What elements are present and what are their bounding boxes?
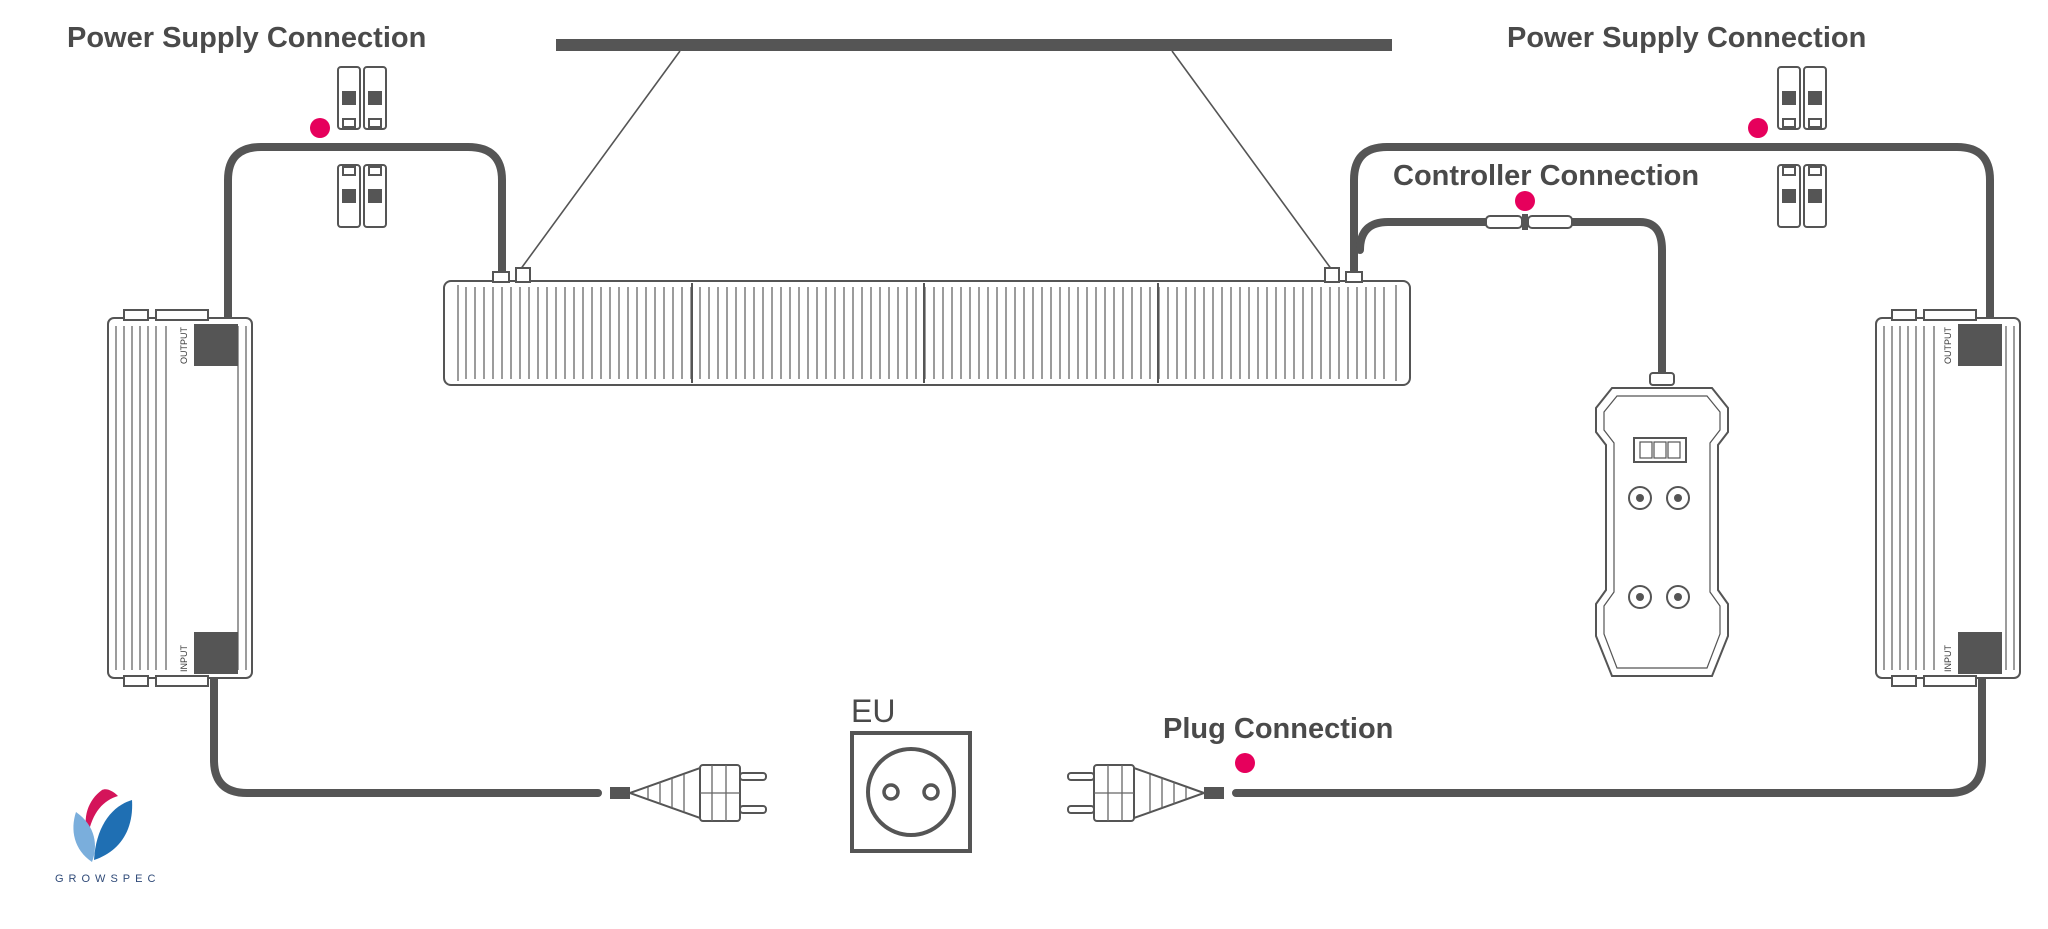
schuko-plug-right xyxy=(1067,764,1224,822)
driver-output-label-left: OUTPUT xyxy=(179,327,189,365)
controller-inline-connector xyxy=(1485,214,1573,230)
driver-input-label-left: INPUT xyxy=(179,644,189,672)
cable-left-output xyxy=(224,143,506,322)
cable-left-input xyxy=(210,666,602,797)
controller-connection-label: Controller Connection xyxy=(1393,160,1699,192)
connection-marker-power-right xyxy=(1748,118,1768,138)
connection-marker-power-left xyxy=(310,118,330,138)
logo-petal-light-blue xyxy=(73,812,95,862)
connection-marker-controller xyxy=(1515,191,1535,211)
power-supply-driver-right: OUTPUT INPUT xyxy=(1875,309,2021,687)
plug-connection-label: Plug Connection xyxy=(1163,713,1393,745)
suspension-wire-left xyxy=(519,50,681,271)
suspension-wire-right xyxy=(1171,50,1333,271)
driver-output-label-right: OUTPUT xyxy=(1943,327,1953,365)
hanging-rail xyxy=(556,39,1392,51)
power-supply-connection-label-left: Power Supply Connection xyxy=(67,22,426,54)
eu-socket-label: EU xyxy=(851,693,895,729)
growspec-brand-name: GROWSPEC xyxy=(55,873,160,885)
controller-unit xyxy=(1595,372,1729,677)
logo-petal-red xyxy=(85,789,118,836)
wago-connector-right xyxy=(1777,66,1827,228)
cable-right-output xyxy=(1350,143,1994,322)
cable-controller xyxy=(1356,218,1666,382)
led-light-bar xyxy=(443,267,1411,386)
logo-petal-blue xyxy=(94,800,133,860)
wago-connector-left xyxy=(337,66,387,228)
power-supply-connection-label-right: Power Supply Connection xyxy=(1507,22,1866,54)
driver-input-label-right: INPUT xyxy=(1943,644,1953,672)
cable-right-input xyxy=(1232,666,1986,797)
growspec-logo: GROWSPEC xyxy=(55,789,160,885)
schuko-plug-left xyxy=(610,764,767,822)
eu-socket xyxy=(850,731,972,853)
connection-marker-plug xyxy=(1235,753,1255,773)
power-supply-driver-left: OUTPUT INPUT xyxy=(107,309,253,687)
